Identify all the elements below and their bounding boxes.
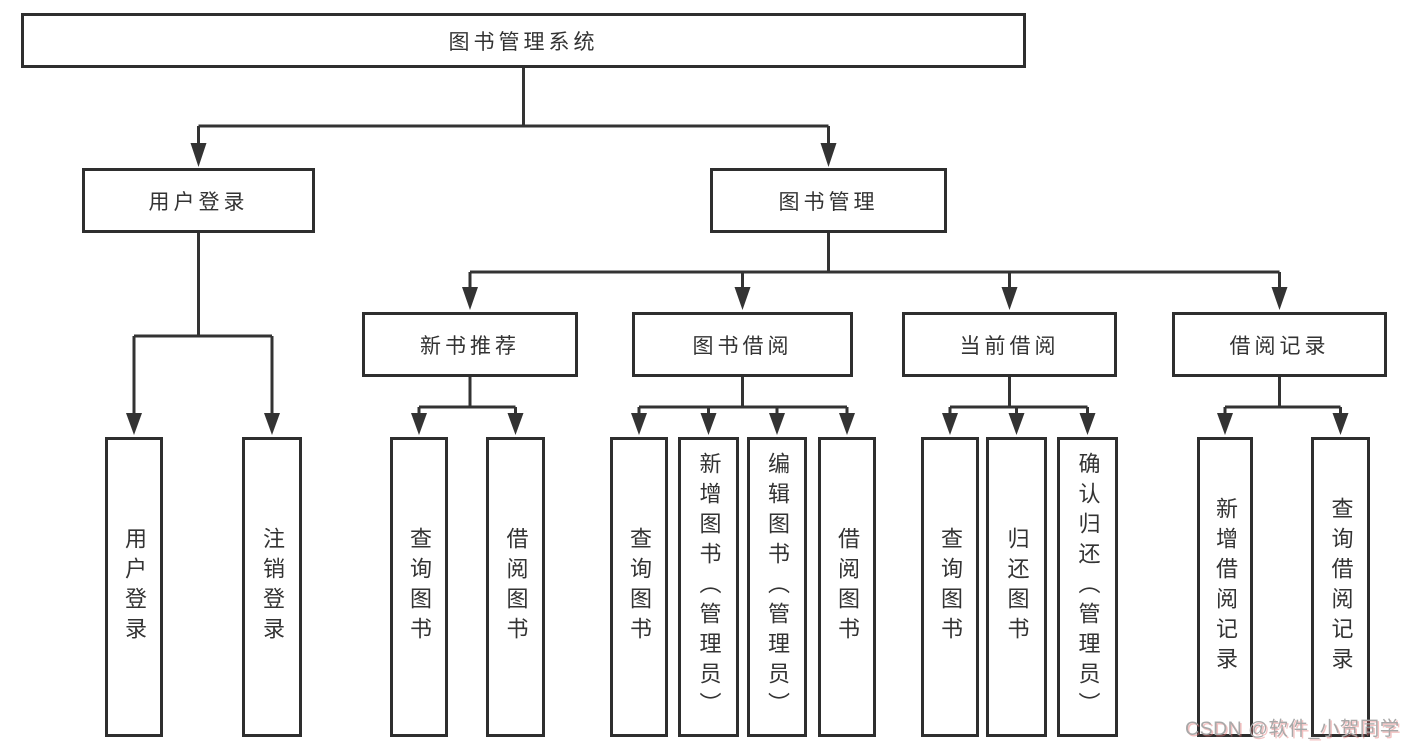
leaf-borrow-books: 借阅图书 [818,437,876,737]
leaf-add-borrow-record: 新增借阅记录 [1197,437,1253,737]
node-borrow-records: 借阅记录 [1172,312,1387,377]
leaf-edit-books-admin: 编辑图书（管理员） [747,437,807,737]
leaf-query-books-recommend: 查询图书 [390,437,448,737]
leaf-add-books-admin: 新增图书（管理员） [678,437,739,737]
leaf-logout: 注销登录 [242,437,302,737]
node-user-login-group: 用户登录 [82,168,315,233]
node-book-management: 图书管理 [710,168,947,233]
leaf-borrow-books-recommend: 借阅图书 [486,437,545,737]
arrowheads [126,143,1349,435]
node-root-system: 图书管理系统 [21,13,1026,68]
leaf-return-books: 归还图书 [986,437,1047,737]
node-new-book-recommend: 新书推荐 [362,312,578,377]
node-current-borrow: 当前借阅 [902,312,1117,377]
leaf-query-borrow-record: 查询借阅记录 [1311,437,1370,737]
csdn-watermark: CSDN @软件_小贺同学 [1185,718,1400,740]
leaf-query-books-borrow: 查询图书 [610,437,668,737]
leaf-query-books-current: 查询图书 [921,437,979,737]
tree-edges [132,68,1342,418]
node-book-borrow: 图书借阅 [632,312,853,377]
leaf-confirm-return-admin: 确认归还（管理员） [1057,437,1118,737]
leaf-user-login: 用户登录 [105,437,163,737]
